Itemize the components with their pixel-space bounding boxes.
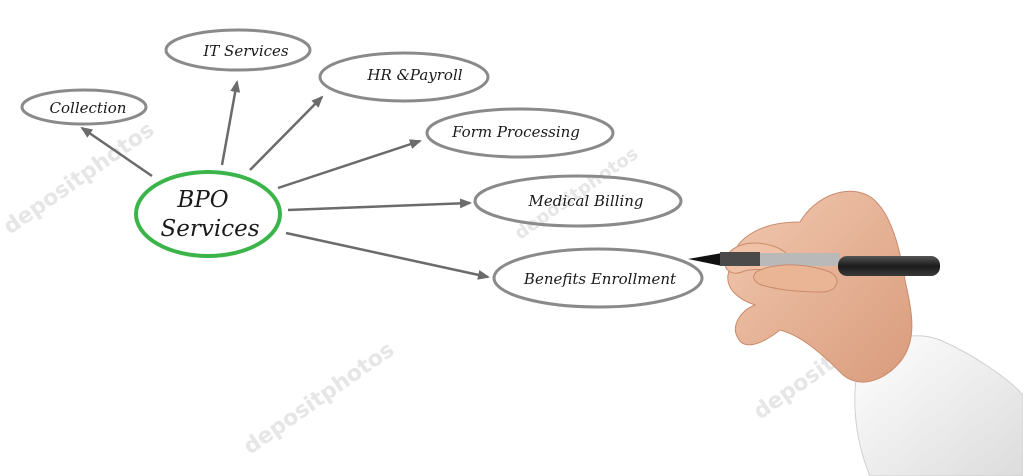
- node-collection: Collection: [20, 88, 148, 126]
- arrow-to-form-processing: [277, 139, 422, 190]
- arrow-to-medical-billing: [287, 198, 472, 212]
- pen-metal-band: [760, 253, 840, 266]
- arrow-to-collection: [80, 126, 153, 178]
- node-it-services: IT Services: [164, 28, 312, 72]
- arrows: [80, 80, 490, 280]
- hub-node: BPO Services: [134, 170, 282, 258]
- node-label: HR &Payroll: [366, 66, 462, 84]
- node-label: Benefits Enrollment: [523, 270, 677, 288]
- pen: [688, 252, 940, 276]
- node-label: Form Processing: [451, 123, 580, 141]
- arrow-to-benefits-enrollment: [285, 231, 490, 280]
- node-label: Medical Billing: [527, 192, 643, 210]
- node-label: Collection: [50, 99, 127, 117]
- node-label: IT Services: [202, 42, 289, 60]
- node-ring: [425, 107, 615, 159]
- pen-grip: [720, 252, 760, 266]
- node-benefits-enrollment: Benefits Enrollment: [492, 247, 704, 309]
- node-ring: [20, 88, 148, 126]
- node-ring: [473, 174, 683, 228]
- arrow-to-it-services: [220, 80, 241, 166]
- hand-with-pen-image: [688, 190, 1023, 476]
- pen-barrel: [838, 256, 940, 276]
- node-form-processing: Form Processing: [425, 107, 615, 159]
- node-medical-billing: Medical Billing: [473, 174, 683, 228]
- node-ring: [318, 51, 490, 103]
- arrow-to-hr-payroll: [249, 95, 324, 171]
- pen-tip: [688, 253, 722, 266]
- hub-title-line1: BPO: [176, 187, 228, 213]
- hand-fingers: [753, 264, 838, 293]
- watermark-text: depositphotos: [239, 337, 399, 460]
- hub-ring: [134, 170, 282, 258]
- node-ring: [492, 247, 704, 309]
- node-hr-payroll: HR &Payroll: [318, 51, 490, 103]
- node-ring: [164, 28, 312, 72]
- hub-title-line2: Services: [160, 216, 259, 242]
